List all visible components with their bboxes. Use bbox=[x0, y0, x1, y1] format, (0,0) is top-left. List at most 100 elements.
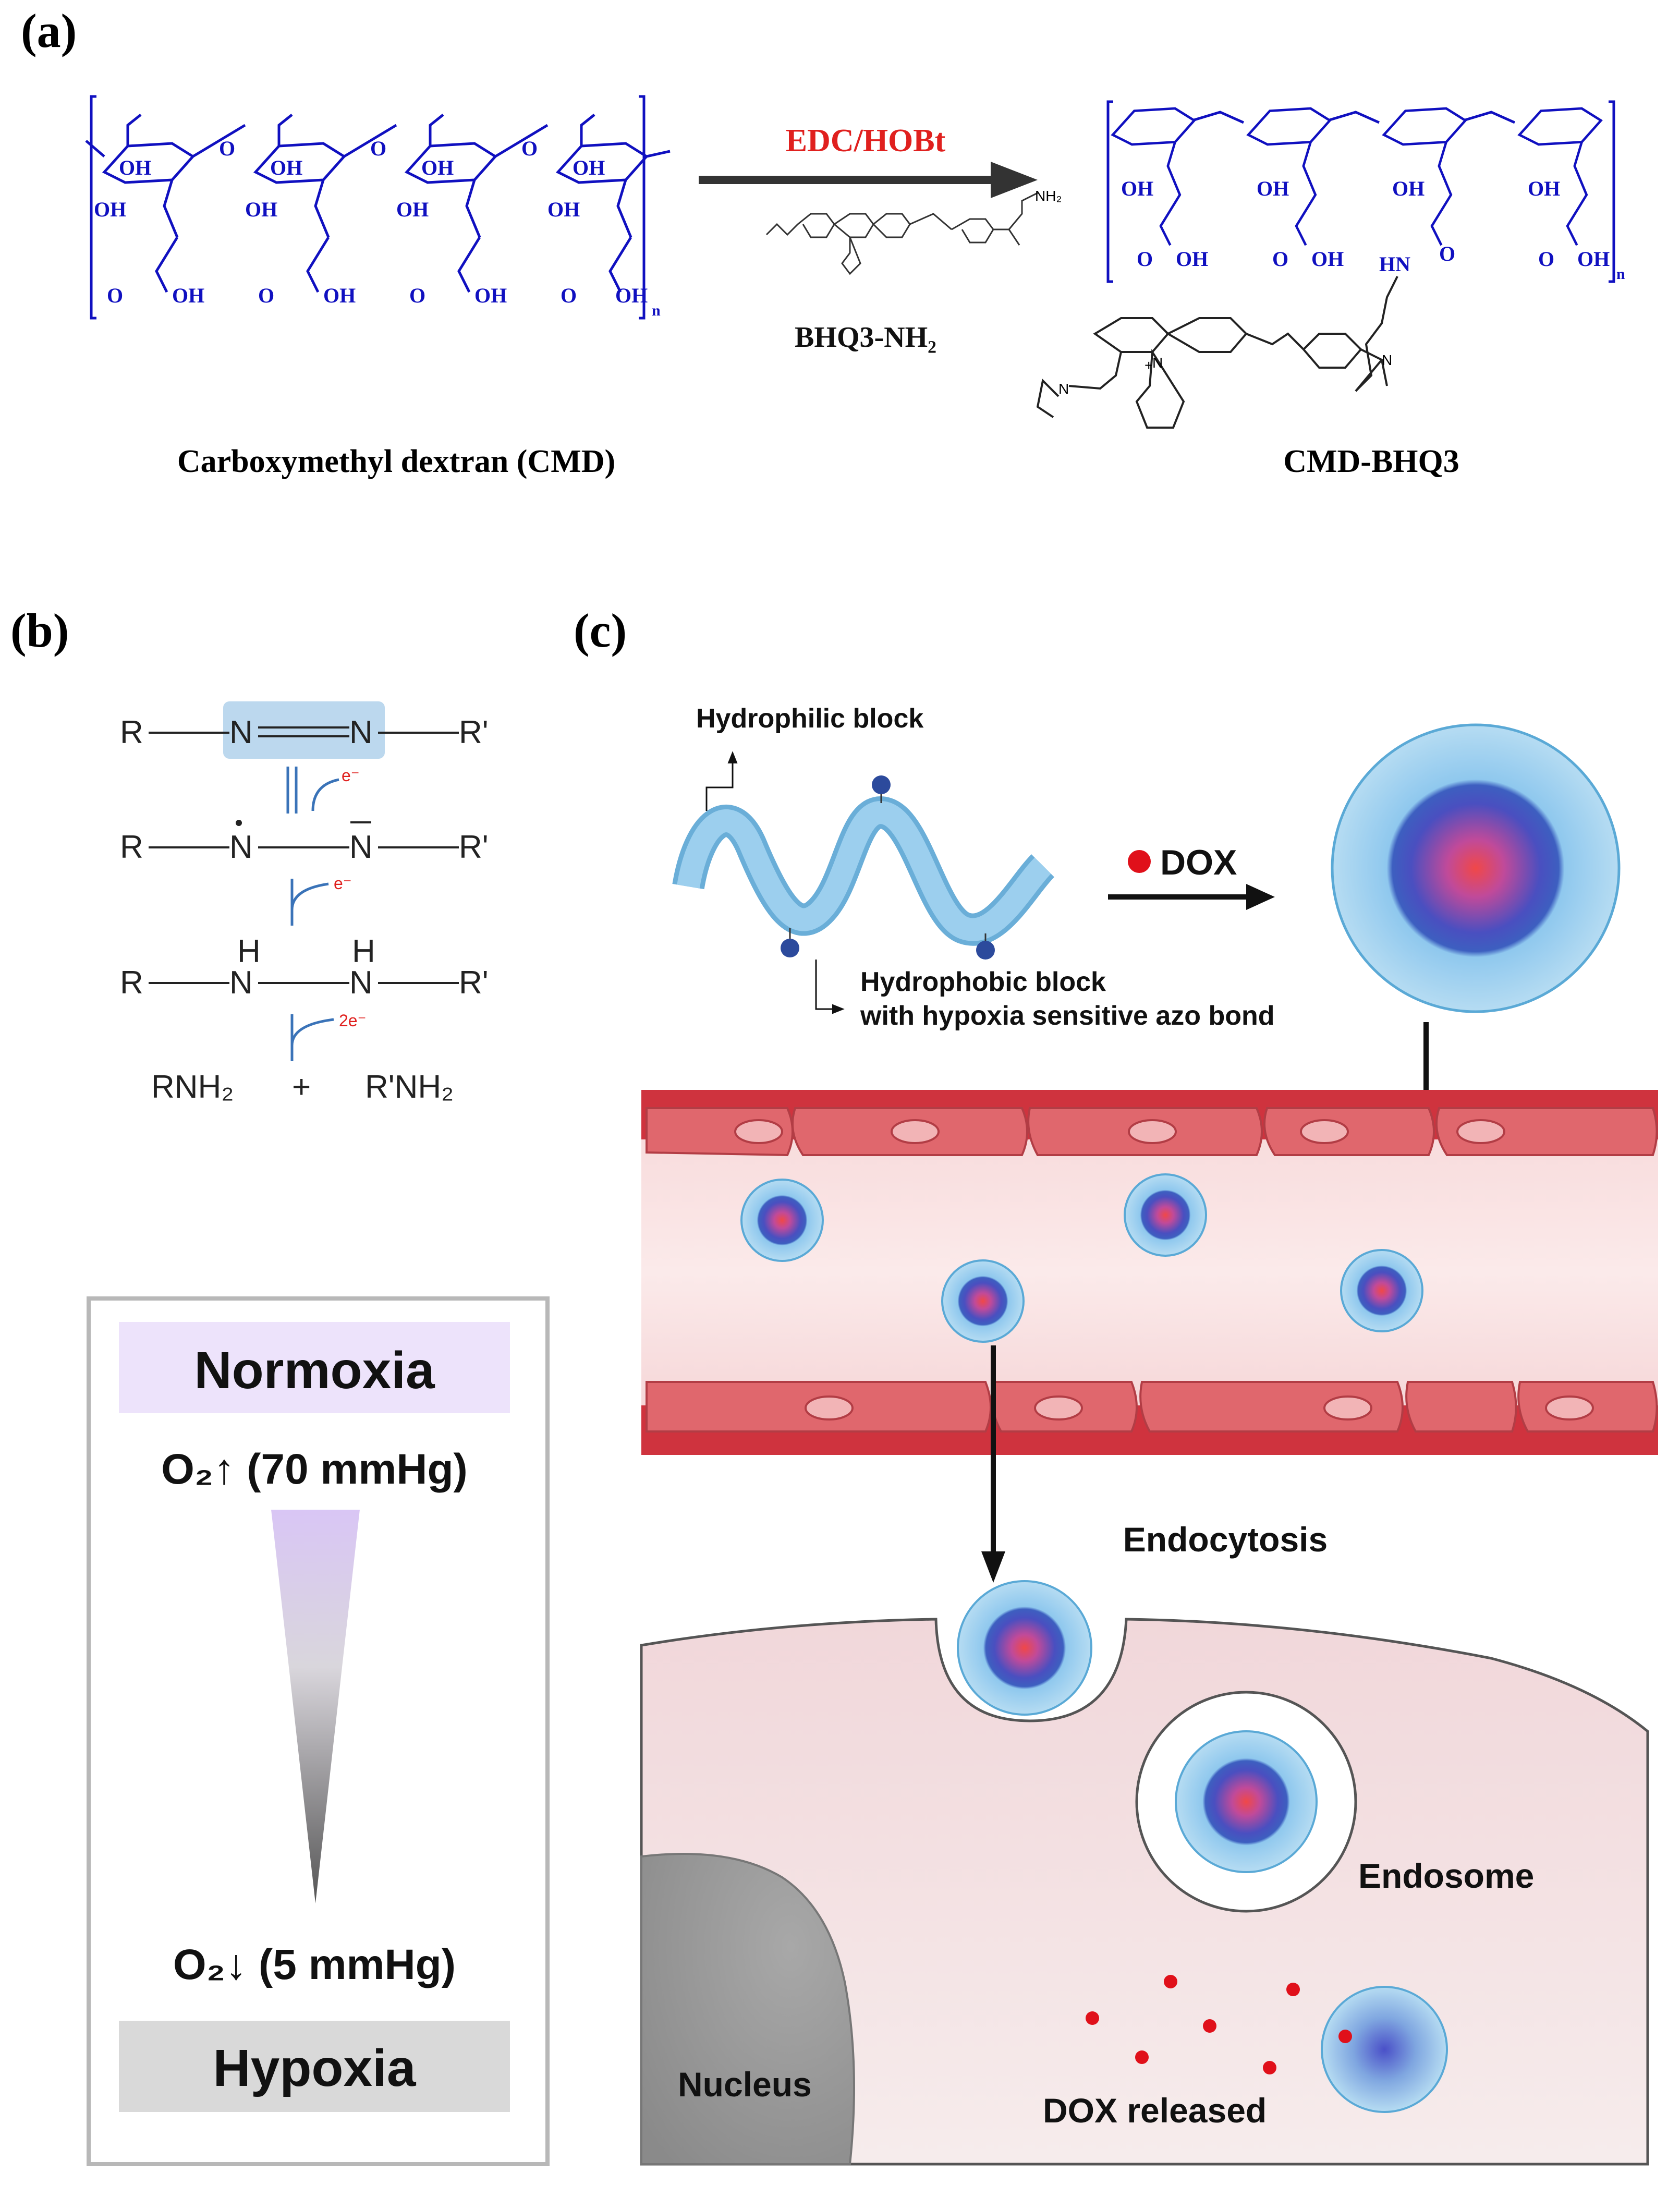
svg-text:OH: OH bbox=[615, 284, 648, 307]
reagent-label: EDC/HOBt bbox=[786, 123, 946, 159]
svg-text:n: n bbox=[652, 302, 661, 319]
svg-text:O: O bbox=[107, 284, 123, 307]
endosome-label: Endosome bbox=[1358, 1856, 1534, 1895]
hypoxia-banner bbox=[119, 2021, 510, 2112]
dox-released-label: DOX released bbox=[1043, 2091, 1267, 2130]
svg-text:R: R bbox=[120, 965, 143, 1001]
svg-text:OH: OH bbox=[1311, 247, 1344, 271]
svg-text:2e⁻: 2e⁻ bbox=[339, 1011, 366, 1030]
svg-text:OH: OH bbox=[1577, 247, 1610, 271]
normoxia-banner bbox=[119, 1322, 510, 1413]
circulating-micelle bbox=[740, 1179, 824, 1262]
svg-text:N: N bbox=[349, 714, 373, 750]
cmd-bhq3-structure: OH O OH OH O OH OH HN O OH O OH n bbox=[1036, 100, 1625, 429]
endocytosing-micelle bbox=[957, 1580, 1092, 1716]
normoxia-label: Normoxia bbox=[194, 1341, 435, 1400]
dox-loading-arrow: DOX bbox=[1108, 843, 1275, 910]
blood-vessel bbox=[641, 1090, 1658, 1455]
panel-a-label: (a) bbox=[21, 4, 77, 57]
panel-a: (a) bbox=[21, 4, 1625, 479]
svg-text:N: N bbox=[229, 829, 253, 865]
svg-text:N: N bbox=[229, 714, 253, 750]
svg-text:OH: OH bbox=[94, 198, 126, 221]
svg-text:O: O bbox=[370, 137, 386, 160]
svg-text:OH: OH bbox=[270, 156, 302, 179]
loaded-micelle bbox=[1331, 723, 1621, 1013]
panel-b-label: (b) bbox=[10, 604, 69, 657]
released-dox bbox=[1086, 1975, 1352, 2074]
svg-text:NH₂: NH₂ bbox=[1035, 188, 1062, 204]
svg-text:OH: OH bbox=[323, 284, 356, 307]
o2-low-label: O₂↓ (5 mmHg) bbox=[173, 1941, 456, 1988]
panel-c: (c) Hydrophilic block Hydrophobic block … bbox=[574, 604, 1658, 2166]
azo-bead bbox=[976, 941, 995, 960]
oxygen-gradient-cone bbox=[271, 1510, 360, 1903]
svg-text:OH: OH bbox=[1121, 177, 1153, 200]
svg-text:N: N bbox=[349, 965, 373, 1001]
svg-text:OH: OH bbox=[573, 156, 605, 179]
svg-text:N: N bbox=[229, 965, 253, 1001]
svg-text:OH: OH bbox=[547, 198, 580, 221]
dox-dot bbox=[1128, 850, 1151, 873]
svg-text:OH: OH bbox=[1528, 177, 1560, 200]
circulating-micelle bbox=[1124, 1173, 1207, 1257]
svg-text:O: O bbox=[1137, 247, 1153, 271]
svg-text:R: R bbox=[120, 829, 143, 865]
oxygen-gradient-box: Normoxia O₂↑ (70 mmHg) O₂↓ (5 mmHg) Hypo… bbox=[87, 1296, 550, 2166]
svg-text:N: N bbox=[1382, 352, 1392, 368]
endocytosis-label: Endocytosis bbox=[1123, 1520, 1328, 1559]
hydrophobic-label-1: Hydrophobic block bbox=[860, 967, 1106, 997]
svg-text:OH: OH bbox=[474, 284, 507, 307]
svg-text:n: n bbox=[1616, 265, 1625, 283]
azo-reduction-mechanism: R N N R' e⁻ R N N R' e⁻ bbox=[120, 701, 489, 1105]
svg-text:OH: OH bbox=[1176, 247, 1208, 271]
svg-text:O: O bbox=[1538, 247, 1554, 271]
svg-text:e⁻: e⁻ bbox=[334, 874, 352, 893]
svg-text:OH: OH bbox=[1392, 177, 1425, 200]
svg-text:R'NH₂: R'NH₂ bbox=[365, 1069, 454, 1105]
panel-c-label: (c) bbox=[574, 604, 627, 657]
svg-text:O: O bbox=[219, 137, 235, 160]
cmd-atom-labels: OH OH O OH O OH OH O OH O OH OH O OH O O… bbox=[94, 137, 661, 319]
circulating-micelle bbox=[1340, 1249, 1423, 1332]
svg-text:N: N bbox=[1058, 381, 1069, 397]
svg-text:HN: HN bbox=[1379, 252, 1410, 276]
disassembled-micelle bbox=[1321, 1986, 1448, 2113]
svg-text:OH: OH bbox=[1257, 177, 1289, 200]
nucleus-label: Nucleus bbox=[678, 2065, 812, 2104]
dox-label: DOX bbox=[1160, 843, 1237, 882]
svg-text:N: N bbox=[1152, 355, 1163, 371]
amine-label: BHQ3-NH₂ bbox=[795, 321, 936, 354]
svg-text:O: O bbox=[258, 284, 274, 307]
svg-text:OH: OH bbox=[119, 156, 151, 179]
svg-text:R': R' bbox=[459, 829, 489, 865]
svg-text:OH: OH bbox=[396, 198, 429, 221]
svg-text:O: O bbox=[561, 284, 577, 307]
svg-text:H: H bbox=[237, 933, 261, 969]
o2-high-label: O₂↑ (70 mmHg) bbox=[161, 1446, 468, 1493]
svg-text:R': R' bbox=[459, 965, 489, 1001]
svg-text:e⁻: e⁻ bbox=[342, 766, 360, 785]
bhq3-nh2-structure bbox=[765, 192, 1038, 275]
cmd-structure bbox=[85, 95, 671, 320]
svg-text:OH: OH bbox=[172, 284, 204, 307]
hydrophilic-label: Hydrophilic block bbox=[696, 703, 923, 734]
svg-text:R': R' bbox=[459, 714, 489, 750]
hypoxia-label: Hypoxia bbox=[213, 2039, 416, 2097]
azo-bead bbox=[781, 939, 799, 957]
svg-text:N: N bbox=[349, 829, 373, 865]
svg-text:OH: OH bbox=[245, 198, 277, 221]
panel-b: (b) R N N R' e⁻ R N N R' bbox=[10, 604, 550, 2166]
nucleus bbox=[640, 1853, 855, 2165]
endosome-micelle bbox=[1175, 1730, 1318, 1873]
tumor-cell: Nucleus Endosome DOX released bbox=[640, 1580, 1649, 2166]
svg-text:+: + bbox=[292, 1069, 311, 1105]
amphiphilic-polymer: Hydrophilic block Hydrophobic block with… bbox=[672, 703, 1275, 1031]
azo-bond-highlight bbox=[223, 701, 385, 759]
svg-text:OH: OH bbox=[421, 156, 454, 179]
svg-text:R: R bbox=[120, 714, 143, 750]
cmd-caption: Carboxymethyl dextran (CMD) bbox=[177, 444, 615, 479]
hydrophobic-label-2: with hypoxia sensitive azo bond bbox=[860, 1001, 1275, 1031]
svg-text:+: + bbox=[1145, 357, 1153, 373]
